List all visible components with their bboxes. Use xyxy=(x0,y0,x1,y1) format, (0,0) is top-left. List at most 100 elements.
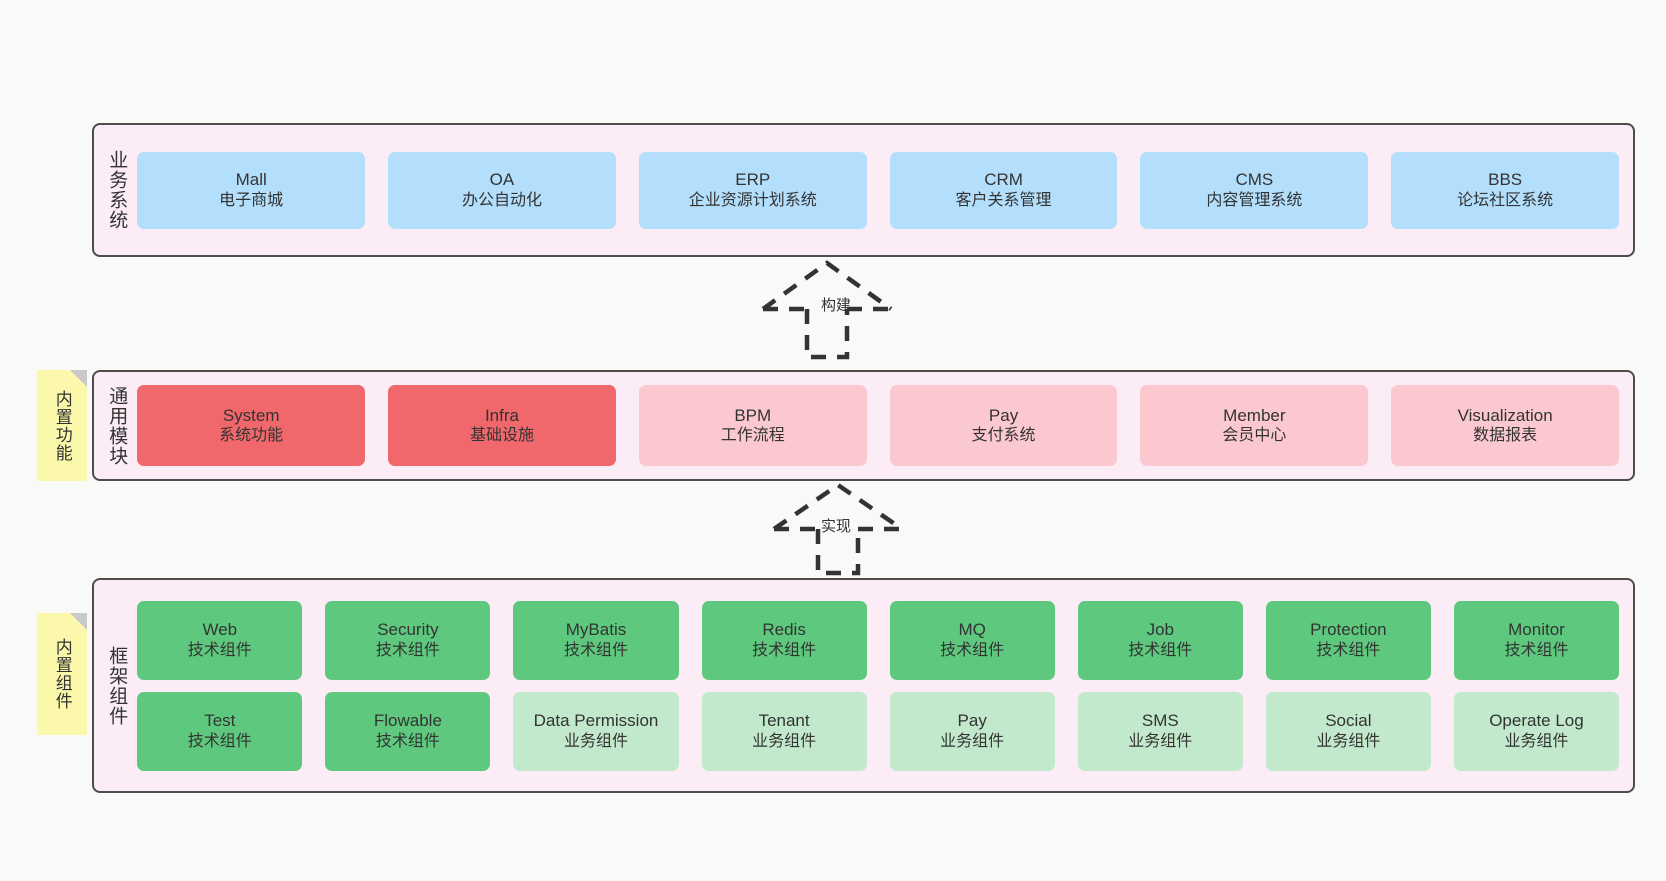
card-mq-name: MQ xyxy=(958,620,986,640)
card-bpm[interactable]: BPM 工作流程 xyxy=(638,385,867,466)
card-flowable-name: Flowable xyxy=(373,711,442,731)
card-bbs-name: BBS xyxy=(1488,170,1523,190)
card-data-permission-cn: 业务组件 xyxy=(563,732,628,750)
card-tenant[interactable]: Tenant 业务组件 xyxy=(701,691,867,771)
framework-card-group: Web 技术组件 Security 技术组件 MyBatis 技术组件 Redi… xyxy=(133,600,1633,771)
layer-framework-components-label: 框架组件 xyxy=(106,645,128,726)
card-member[interactable]: Member 会员中心 xyxy=(1140,385,1369,466)
common-modules-card-group: System 系统功能 Infra 基础设施 BPM 工作流程 Pay 支付系统… xyxy=(133,385,1633,466)
card-mall-cn: 电子商城 xyxy=(219,191,284,209)
note-fold-icon xyxy=(70,613,87,630)
card-bpm-name: BPM xyxy=(734,405,772,425)
card-mybatis[interactable]: MyBatis 技术组件 xyxy=(513,600,679,680)
common-modules-row: System 系统功能 Infra 基础设施 BPM 工作流程 Pay 支付系统… xyxy=(137,385,1620,466)
card-erp-cn: 企业资源计划系统 xyxy=(688,191,817,209)
layer-common-modules-label: 通用模块 xyxy=(106,385,128,466)
card-oa-name: OA xyxy=(489,170,515,190)
card-pay-module[interactable]: Pay 支付系统 xyxy=(889,385,1118,466)
card-monitor-cn: 技术组件 xyxy=(1504,641,1569,659)
card-bbs[interactable]: BBS 论坛社区系统 xyxy=(1391,151,1620,229)
card-security-cn: 技术组件 xyxy=(375,641,440,659)
card-operate-log-name: Operate Log xyxy=(1489,711,1584,731)
card-operate-log-cn: 业务组件 xyxy=(1504,732,1569,750)
card-test-cn: 技术组件 xyxy=(187,732,252,750)
arrow-implement: 实现 xyxy=(768,481,928,578)
card-mall[interactable]: Mall 电子商城 xyxy=(137,151,366,229)
card-infra-cn: 基础设施 xyxy=(469,427,534,445)
layer-common-modules: 通用模块 System 系统功能 Infra 基础设施 BPM 工作流程 Pay… xyxy=(92,370,1635,481)
card-mall-name: Mall xyxy=(235,170,267,190)
card-sms-cn: 业务组件 xyxy=(1128,732,1193,750)
card-mq-cn: 技术组件 xyxy=(940,641,1005,659)
card-system-name: System xyxy=(222,405,280,425)
card-web-cn: 技术组件 xyxy=(187,641,252,659)
card-flowable[interactable]: Flowable 技术组件 xyxy=(325,691,491,771)
layer-business-system: 业务系统 Mall 电子商城 OA 办公自动化 ERP 企业资源计划系统 CRM… xyxy=(92,123,1635,257)
card-social-name: Social xyxy=(1325,711,1372,731)
layer-framework-components: 框架组件 Web 技术组件 Security 技术组件 MyBatis 技术组件… xyxy=(92,578,1635,793)
card-oa[interactable]: OA 办公自动化 xyxy=(388,151,616,229)
card-erp[interactable]: ERP 企业资源计划系统 xyxy=(638,151,867,229)
framework-row-tech: Web 技术组件 Security 技术组件 MyBatis 技术组件 Redi… xyxy=(137,600,1620,680)
arrow-build: 构建 xyxy=(755,257,915,370)
card-operate-log[interactable]: Operate Log 业务组件 xyxy=(1453,691,1620,771)
card-visualization[interactable]: Visualization 数据报表 xyxy=(1391,385,1620,466)
card-test[interactable]: Test 技术组件 xyxy=(137,691,303,771)
card-infra-name: Infra xyxy=(484,405,519,425)
card-data-permission-name: Data Permission xyxy=(533,711,659,731)
card-oa-cn: 办公自动化 xyxy=(461,191,542,209)
card-cms[interactable]: CMS 内容管理系统 xyxy=(1140,151,1369,229)
card-security[interactable]: Security 技术组件 xyxy=(325,600,491,680)
layer-business-system-label: 业务系统 xyxy=(106,150,128,230)
business-system-row: Mall 电子商城 OA 办公自动化 ERP 企业资源计划系统 CRM 客户关系… xyxy=(137,151,1620,229)
card-protection-cn: 技术组件 xyxy=(1316,641,1381,659)
card-crm-cn: 客户关系管理 xyxy=(955,191,1052,209)
card-web-name: Web xyxy=(202,620,238,640)
card-sms-name: SMS xyxy=(1141,711,1179,731)
card-pay-module-name: Pay xyxy=(988,405,1019,425)
arrow-build-glyph xyxy=(761,260,893,360)
card-member-cn: 会员中心 xyxy=(1222,427,1287,445)
card-sms[interactable]: SMS 业务组件 xyxy=(1077,691,1243,771)
card-erp-name: ERP xyxy=(735,170,771,190)
card-mybatis-cn: 技术组件 xyxy=(563,641,628,659)
business-system-card-group: Mall 电子商城 OA 办公自动化 ERP 企业资源计划系统 CRM 客户关系… xyxy=(133,151,1633,229)
card-redis-name: Redis xyxy=(762,620,806,640)
card-flowable-cn: 技术组件 xyxy=(375,732,440,750)
card-mq[interactable]: MQ 技术组件 xyxy=(889,600,1055,680)
card-job[interactable]: Job 技术组件 xyxy=(1077,600,1243,680)
card-bbs-cn: 论坛社区系统 xyxy=(1457,191,1554,209)
card-job-name: Job xyxy=(1146,620,1174,640)
card-pay-component-name: Pay xyxy=(957,711,987,731)
card-monitor[interactable]: Monitor 技术组件 xyxy=(1453,600,1620,680)
card-system[interactable]: System 系统功能 xyxy=(137,385,366,466)
card-infra[interactable]: Infra 基础设施 xyxy=(388,385,616,466)
card-test-name: Test xyxy=(204,711,236,731)
card-social[interactable]: Social 业务组件 xyxy=(1265,691,1431,771)
card-redis-cn: 技术组件 xyxy=(752,641,817,659)
note-builtin-components-label: 内置组件 xyxy=(52,638,72,710)
card-pay-module-cn: 支付系统 xyxy=(971,427,1036,445)
card-security-name: Security xyxy=(377,620,439,640)
card-visualization-cn: 数据报表 xyxy=(1473,427,1538,445)
framework-row-business: Test 技术组件 Flowable 技术组件 Data Permission … xyxy=(137,691,1620,771)
card-tenant-cn: 业务组件 xyxy=(752,732,817,750)
arrow-implement-glyph xyxy=(772,482,904,576)
card-pay-component-cn: 业务组件 xyxy=(940,732,1005,750)
card-cms-name: CMS xyxy=(1235,170,1274,190)
note-fold-icon xyxy=(70,370,87,387)
arrow-build-label: 构建 xyxy=(821,297,852,314)
card-social-cn: 业务组件 xyxy=(1316,732,1381,750)
card-protection[interactable]: Protection 技术组件 xyxy=(1265,600,1431,680)
card-pay-component[interactable]: Pay 业务组件 xyxy=(889,691,1055,771)
card-web[interactable]: Web 技术组件 xyxy=(137,600,303,680)
card-data-permission[interactable]: Data Permission 业务组件 xyxy=(513,691,679,771)
card-visualization-name: Visualization xyxy=(1457,405,1553,425)
note-builtin-functions-label: 内置功能 xyxy=(52,389,72,462)
card-redis[interactable]: Redis 技术组件 xyxy=(701,600,867,680)
card-tenant-name: Tenant xyxy=(758,711,810,731)
card-cms-cn: 内容管理系统 xyxy=(1206,191,1303,209)
card-system-cn: 系统功能 xyxy=(219,427,284,445)
arrow-implement-label: 实现 xyxy=(821,518,852,535)
card-crm[interactable]: CRM 客户关系管理 xyxy=(889,151,1118,229)
